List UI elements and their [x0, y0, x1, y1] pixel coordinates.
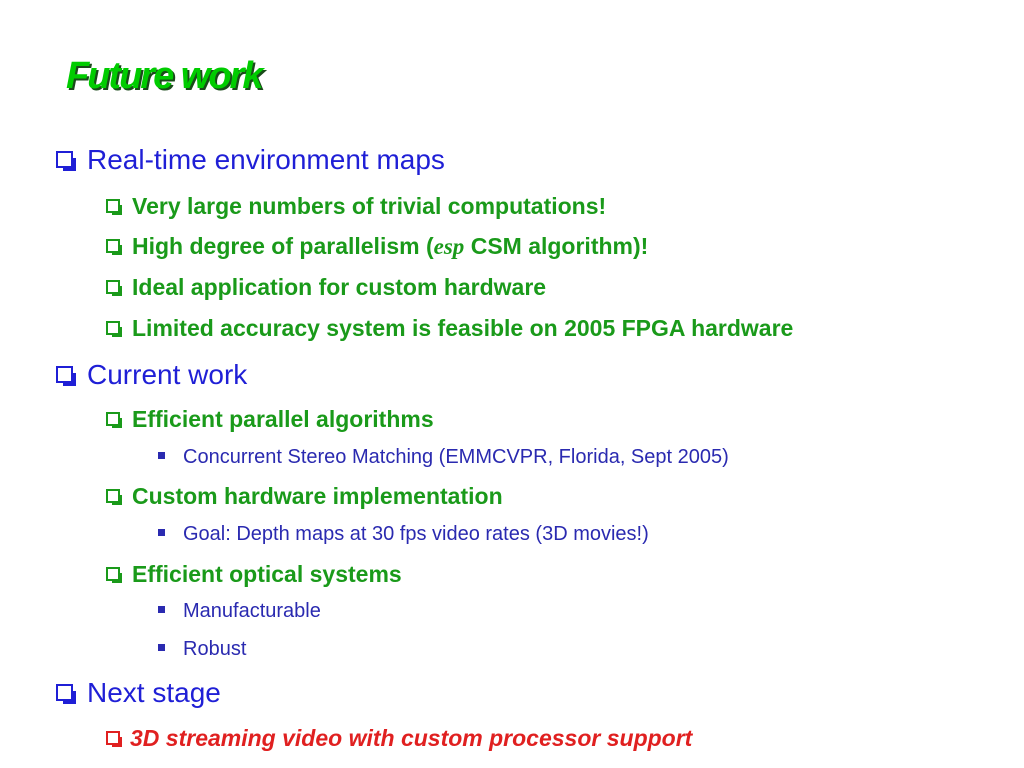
slide-title: Future work	[66, 55, 263, 97]
checkbox-bullet-icon	[106, 411, 122, 428]
list-item-label: Limited accuracy system is feasible on 2…	[132, 315, 794, 341]
list-item-label: Very large numbers of trivial computatio…	[132, 193, 607, 219]
sub-list-item-label: Goal: Depth maps at 30 fps video rates (…	[183, 523, 649, 545]
list-item: Limited accuracy system is feasible on 2…	[106, 313, 793, 343]
square-bullet-icon	[158, 644, 165, 652]
list-item-label: Efficient parallel algorithms	[132, 406, 434, 432]
section-heading-label: Current work	[87, 359, 248, 390]
square-bullet-icon	[158, 452, 165, 460]
list-item-label: Custom hardware implementation	[132, 483, 503, 509]
list-item: Custom hardware implementation	[106, 481, 503, 511]
checkbox-bullet-icon	[106, 730, 122, 747]
sub-list-item-label: Manufacturable	[183, 600, 321, 622]
section-heading-next-stage: Next stage	[56, 676, 221, 710]
square-bullet-icon	[158, 529, 165, 537]
sub-list-item-label: Concurrent Stereo Matching (EMMCVPR, Flo…	[183, 446, 729, 468]
checkbox-bullet-icon	[106, 320, 122, 337]
square-bullet-icon	[158, 606, 165, 614]
list-item-label-end: CSM algorithm)!	[464, 233, 649, 259]
list-item-label: Ideal application for custom hardware	[132, 274, 547, 300]
checkbox-bullet-icon	[106, 488, 122, 505]
esp-emphasis: esp	[433, 234, 465, 259]
sub-list-item: Goal: Depth maps at 30 fps video rates (…	[158, 521, 649, 547]
list-item: Ideal application for custom hardware	[106, 272, 546, 302]
section-heading-current-work: Current work	[56, 358, 247, 392]
list-item: Efficient parallel algorithms	[106, 404, 434, 434]
sub-list-item: Manufacturable	[158, 598, 321, 624]
list-item-label: Efficient optical systems	[132, 561, 402, 587]
checkbox-bullet-icon	[56, 365, 76, 386]
section-heading-label: Real-time environment maps	[87, 144, 445, 175]
checkbox-bullet-icon	[106, 566, 122, 583]
checkbox-bullet-icon	[56, 683, 76, 704]
list-item-label: 3D streaming video with custom processor…	[130, 725, 693, 751]
list-item-highlighted: 3D streaming video with custom processor…	[106, 723, 692, 753]
sub-list-item-label: Robust	[183, 638, 247, 660]
sub-list-item: Concurrent Stereo Matching (EMMCVPR, Flo…	[158, 444, 729, 470]
checkbox-bullet-icon	[106, 279, 122, 296]
list-item: Efficient optical systems	[106, 559, 402, 589]
list-item-label-start: High degree of parallelism (	[132, 233, 434, 259]
sub-list-item: Robust	[158, 636, 246, 662]
list-item: Very large numbers of trivial computatio…	[106, 191, 606, 221]
checkbox-bullet-icon	[106, 238, 122, 255]
list-item: High degree of parallelism (esp CSM algo…	[106, 231, 648, 262]
section-heading-realtime: Real-time environment maps	[56, 143, 445, 177]
checkbox-bullet-icon	[56, 150, 76, 171]
checkbox-bullet-icon	[106, 198, 122, 215]
section-heading-label: Next stage	[87, 677, 221, 708]
